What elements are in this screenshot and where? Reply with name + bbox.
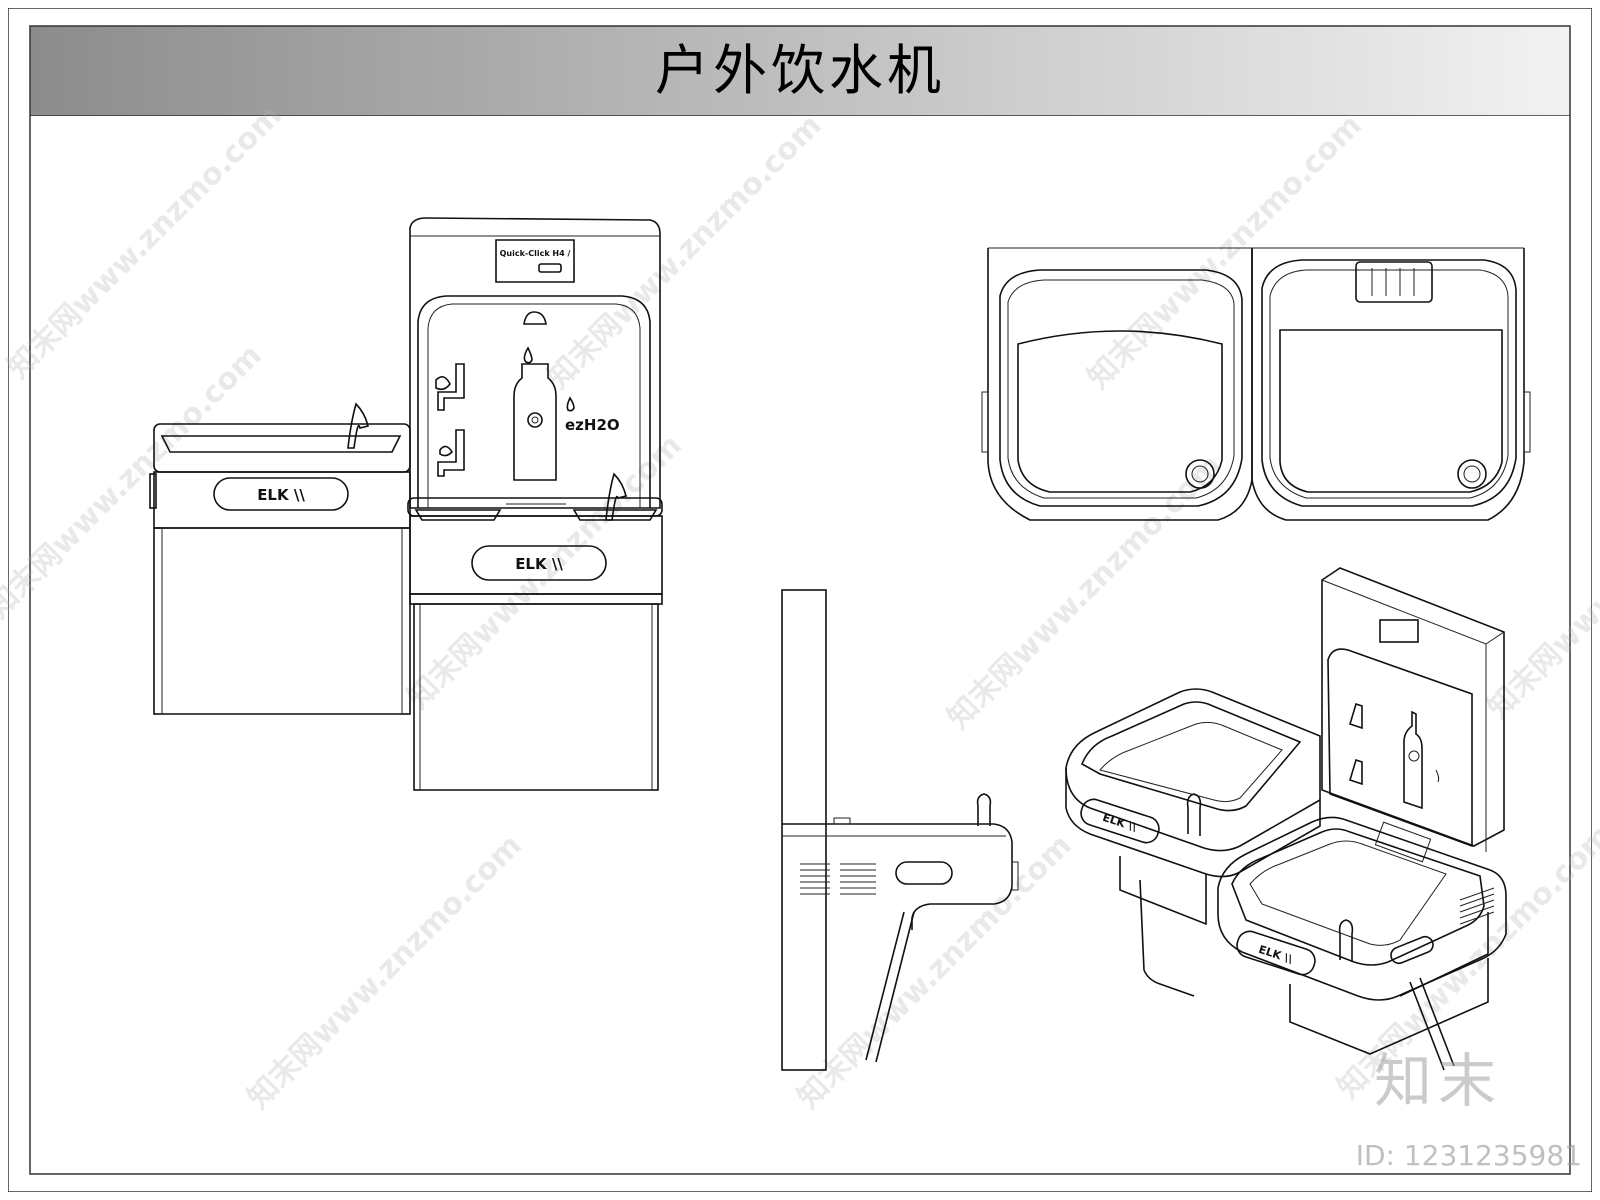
iso-vent-grille: [1459, 887, 1495, 925]
page-title: 户外饮水机: [655, 39, 945, 102]
watermark-text: 知末网www.znzmo.com: [241, 828, 529, 1116]
bottle-filler-logo: ezH2O: [565, 416, 620, 434]
low-fountain-front: ELK \\: [149, 402, 411, 715]
watermark-id: ID: 1231235981: [1355, 1139, 1582, 1172]
bottle-filler-front: Quick-Click H4 / ezH2O ELK: [407, 217, 663, 791]
watermark-text: 知末网www.znzmo.com: [0, 338, 269, 626]
display-label: Quick-Click H4 /: [500, 249, 571, 258]
watermark-text: 知末网www.znzmo.com: [791, 828, 1079, 1116]
watermark-text: 知末网www.znzmo.com: [1081, 108, 1369, 396]
top-view: [981, 247, 1531, 521]
side-view: [781, 589, 1019, 1071]
watermark-text: 知末网www.znzmo.com: [941, 448, 1229, 736]
fountain-brand-logo: ELK \\: [257, 486, 305, 504]
watermark-text: 知末网www.znzmo.com: [1481, 438, 1600, 726]
watermark-logo: 知末: [1373, 1047, 1502, 1115]
front-elevation: ELK \\ Quick-Click H4 / ezH2O: [149, 217, 663, 791]
watermark-text: 知末网www.znzmo.com: [541, 108, 829, 396]
fountain-brand-logo: ELK \\: [515, 555, 563, 573]
title-band: [30, 26, 1570, 116]
side-vent-grille: [800, 863, 876, 895]
